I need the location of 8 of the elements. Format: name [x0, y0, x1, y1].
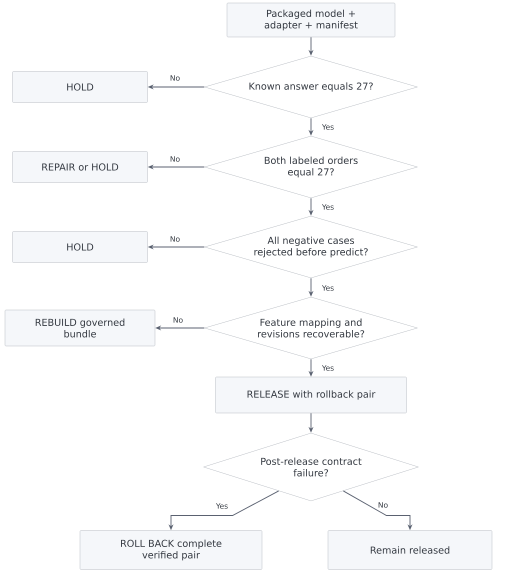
process-box: ROLL BACK complete verified pair [80, 530, 262, 570]
process-box: HOLD [12, 231, 148, 263]
process-box: REPAIR or HOLD [12, 151, 148, 183]
process-box: RELEASE with rollback pair [215, 376, 407, 414]
process-box: Remain released [328, 530, 492, 570]
process-box: Packaged model + adapter + manifest [226, 2, 396, 38]
process-box: REBUILD governed bundle [4, 310, 156, 346]
process-box: HOLD [12, 71, 148, 103]
